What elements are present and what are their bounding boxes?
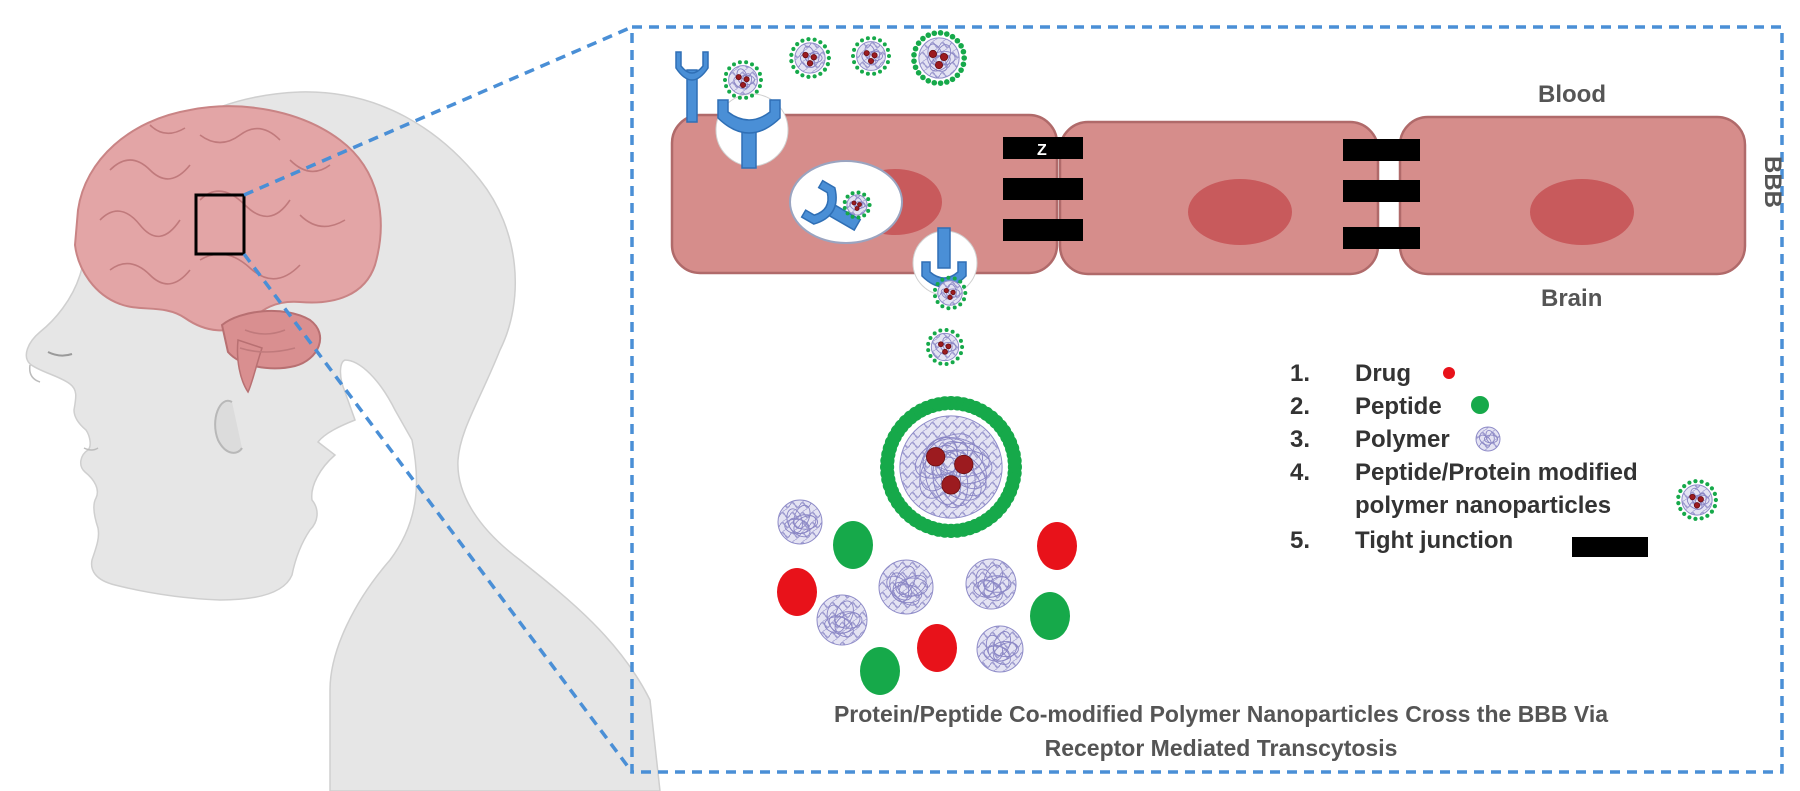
ear [214,399,243,454]
small-nanoparticle [723,60,763,100]
drug-dot [917,624,957,672]
small-nanoparticle [842,190,872,220]
drug-dot [1037,522,1077,570]
brain-folds [99,124,346,353]
tight-junction [1343,139,1420,161]
small-nanoparticle [933,275,968,311]
legend-num: 3. [1290,426,1310,453]
polymer-ball [816,594,868,646]
legend-nanoparticle-icon [1676,479,1718,521]
legend-label-nanoparticle: Peptide/Protein modified [1355,459,1638,486]
brain-illustration [73,105,382,394]
nucleus-3 [1530,179,1634,245]
tight-junction [1003,219,1083,241]
eye-line [47,351,73,357]
legend-num: 4. [1290,459,1310,486]
released-components [777,499,1077,695]
tight-junction [1343,227,1420,249]
zoom-panel-frame [630,25,1784,774]
caption-line-2: Receptor Mediated Transcytosis [1045,735,1398,761]
junction-letter: Z [1037,142,1047,159]
polymer-ball [965,558,1017,610]
peptide-dot [1030,592,1070,640]
legend-label-polymer: Polymer [1355,426,1450,453]
peptide-dot [833,521,873,569]
zoom-region-box [194,193,246,256]
polymer-ball [777,499,823,545]
tight-junction [1343,180,1420,202]
legend-num: 1. [1290,360,1310,387]
small-nanoparticle [851,36,891,76]
legend-tight-junction-icon [1572,537,1648,557]
blood-label: Blood [1538,81,1606,108]
brainstem [236,338,263,394]
receptor-icon [800,179,862,232]
receptor-icon [717,99,781,169]
receptor-icon [675,51,709,123]
small-nanoparticle [789,37,832,79]
bbb-label: BBB [1759,156,1786,208]
small-nanoparticle [911,30,967,86]
nucleus-2 [1188,179,1292,245]
cerebellum [220,309,322,370]
legend-label-nanoparticle-line2: polymer nanoparticles [1355,492,1611,519]
blood-nanoparticles [723,30,968,367]
tight-junctions-left: Z [1003,137,1083,241]
nose [28,364,41,383]
legend-label-tight-junction: Tight junction [1355,527,1513,554]
legend-num: 2. [1290,393,1310,420]
legend-drug-icon [1443,367,1455,379]
large-nanoparticle [880,396,1023,539]
zoom-connector-bottom [242,252,634,774]
lips [83,447,99,451]
receptor-icon [921,227,967,288]
drug-dot [777,568,817,616]
legend-label-peptide: Peptide [1355,393,1442,420]
polymer-ball [878,559,934,615]
legend-polymer-icon [1475,426,1501,452]
legend: 1. Drug 2. Peptide 3. Polymer 4. Peptide… [1290,360,1718,557]
polymer-ball [976,625,1024,673]
brain-tissue [73,105,382,332]
legend-label-drug: Drug [1355,360,1411,387]
legend-num: 5. [1290,527,1310,554]
tight-junctions-right [1343,139,1420,249]
legend-peptide-icon [1471,396,1489,414]
small-nanoparticle [926,327,965,367]
caption-line-1: Protein/Peptide Co-modified Polymer Nano… [834,701,1608,727]
tight-junction [1003,178,1083,200]
tight-junction [1003,137,1083,159]
brain-label: Brain [1541,285,1602,312]
peptide-dot [860,647,900,695]
zoom-connector-top [243,25,633,197]
